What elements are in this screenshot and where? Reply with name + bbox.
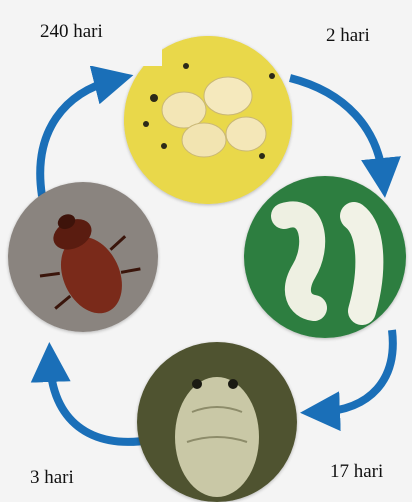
adult-beetle-photo bbox=[8, 182, 158, 332]
label-pupa-duration: 3 hari bbox=[22, 462, 82, 493]
arrow-adult-to-eggs bbox=[40, 80, 114, 196]
label-larva-duration: 17 hari bbox=[322, 456, 391, 487]
label-eggs-duration: 2 hari bbox=[318, 20, 378, 51]
arrow-larva-to-pupa bbox=[320, 330, 393, 412]
arrow-eggs-to-larva bbox=[290, 78, 383, 178]
pupa-photo bbox=[137, 342, 297, 502]
arrow-pupa-to-adult bbox=[50, 362, 150, 442]
larva-photo bbox=[244, 176, 406, 338]
label-adult-duration: 240 hari bbox=[28, 16, 162, 66]
